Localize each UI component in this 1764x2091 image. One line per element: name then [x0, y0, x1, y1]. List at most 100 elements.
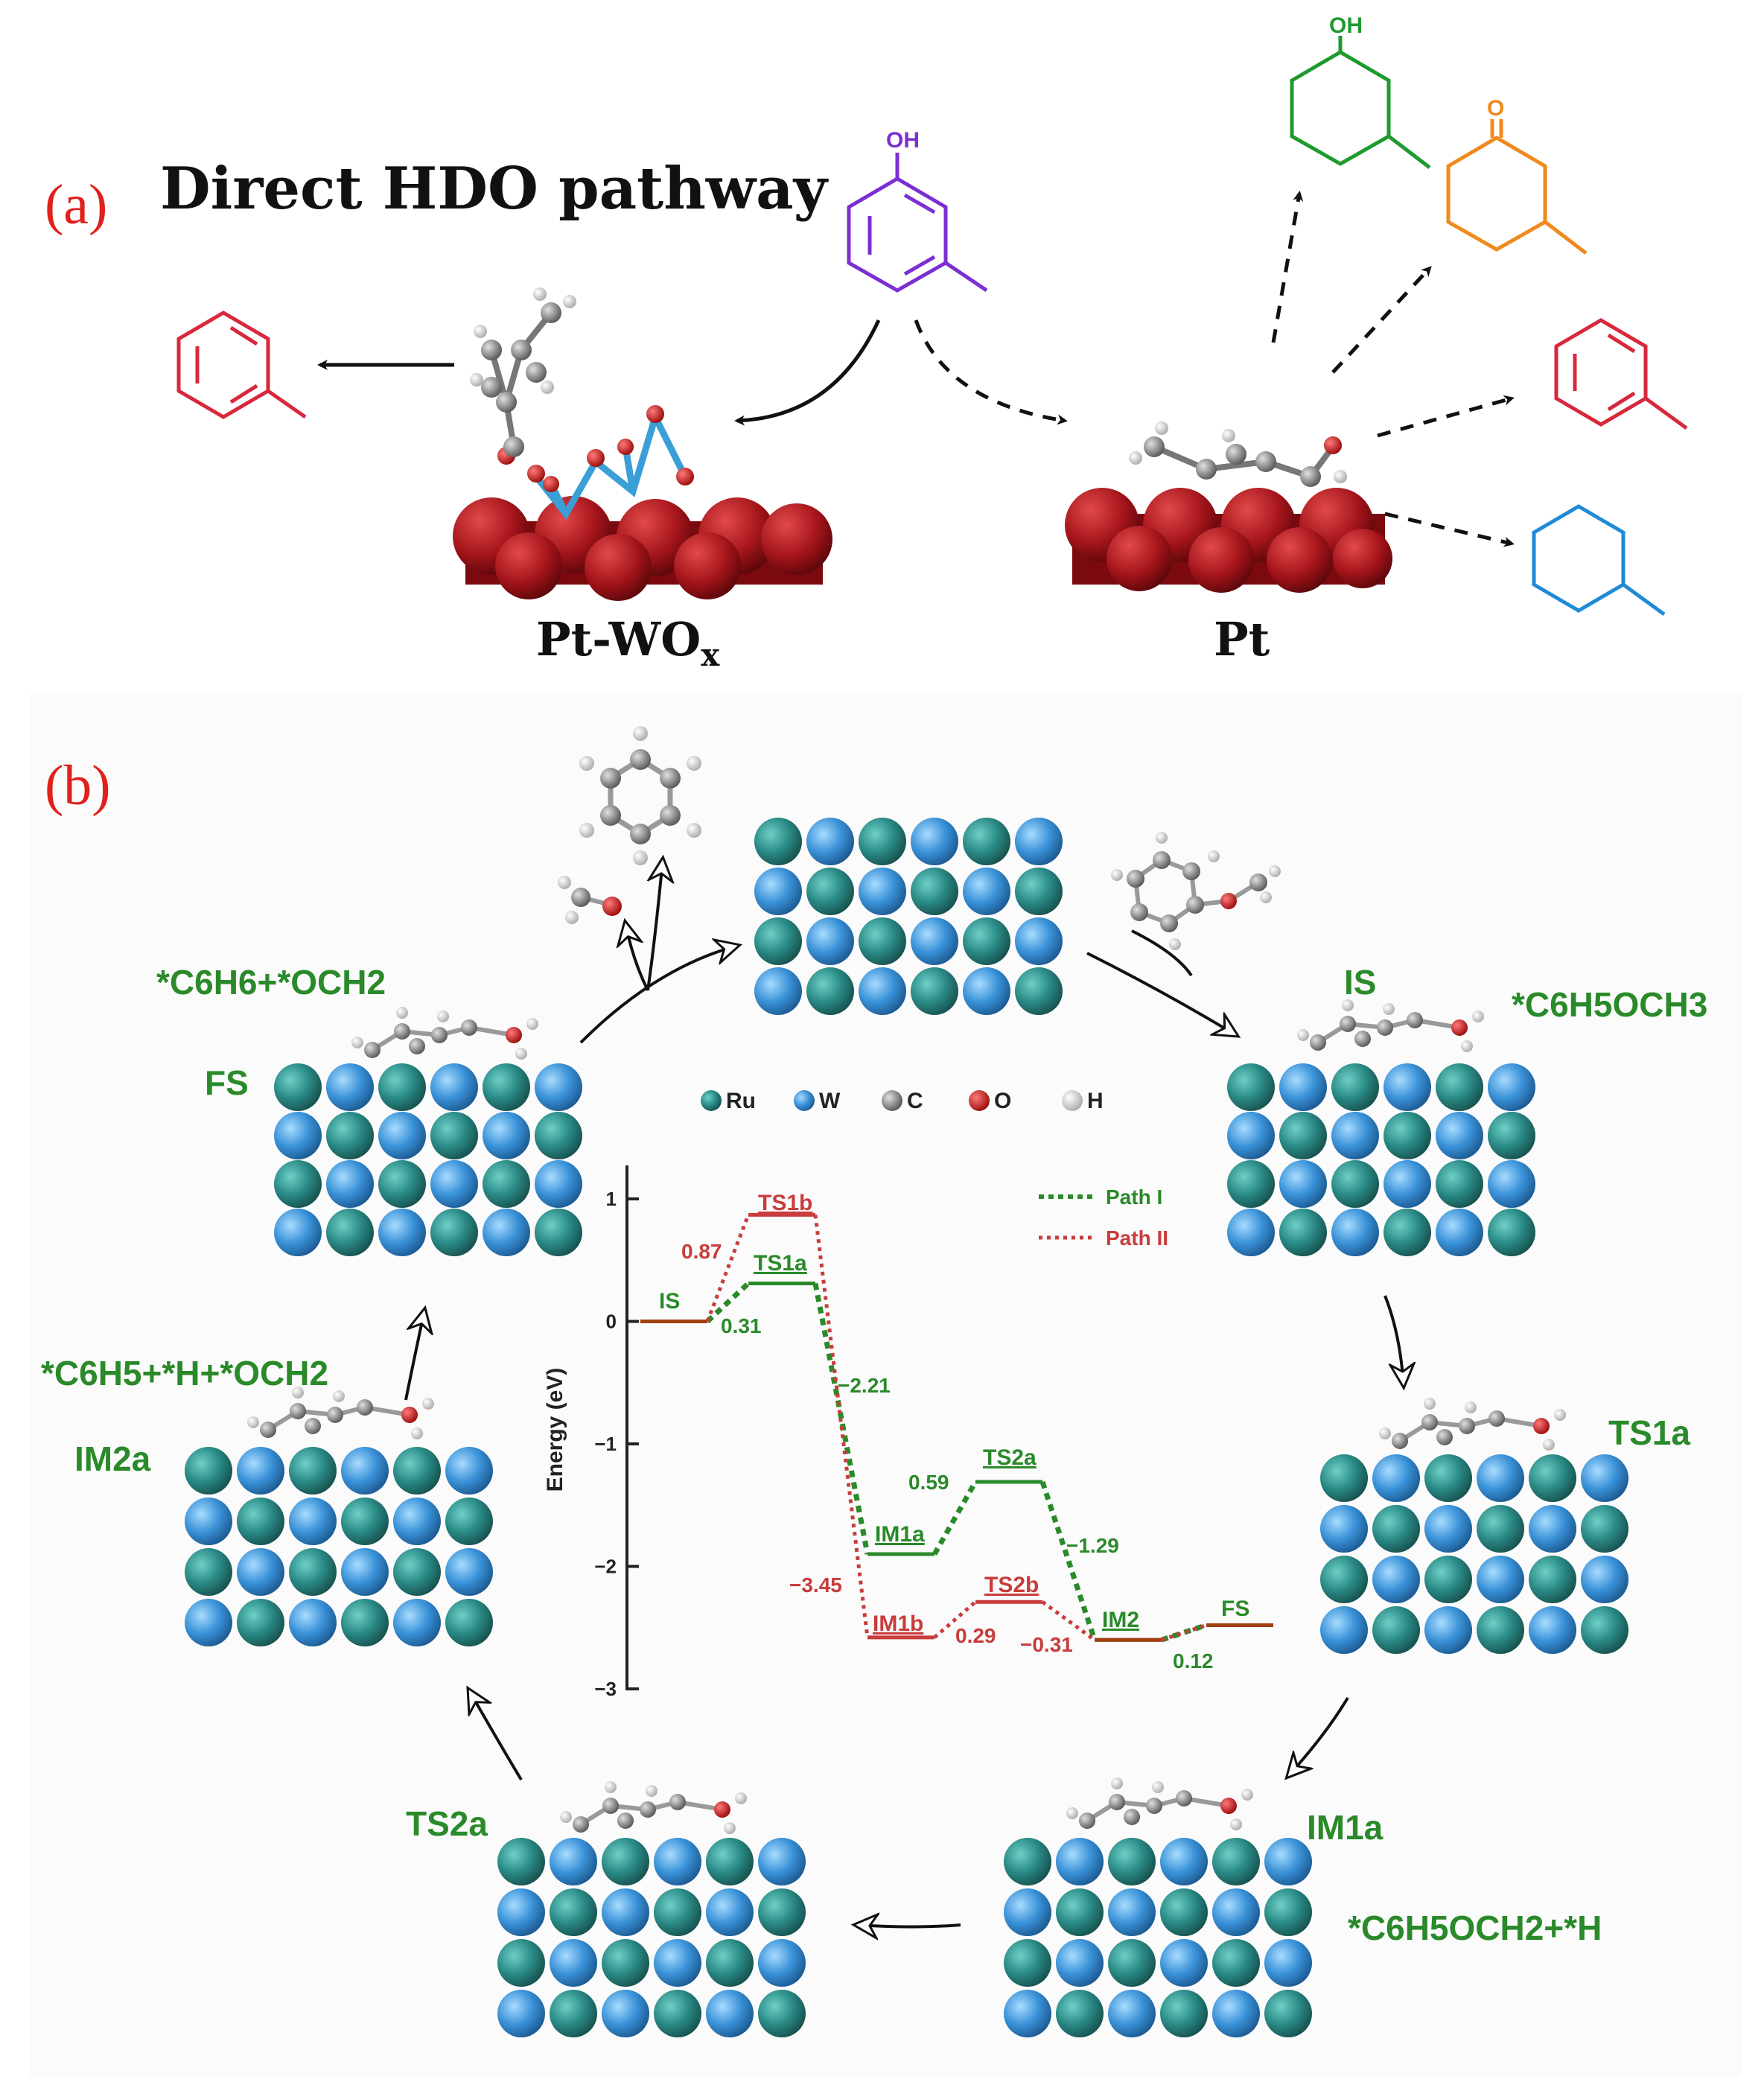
adsorbates [558, 726, 1281, 950]
panel-a-title: Direct HDO pathway [160, 155, 830, 223]
w-atom [237, 1548, 284, 1596]
ru-atom [706, 1838, 754, 1885]
value-0-29: 0.29 [955, 1624, 996, 1647]
arrow-top-to-is [1086, 952, 1236, 1035]
w-atom [326, 1063, 374, 1111]
ru-atom [706, 1939, 754, 1987]
w-atom [911, 917, 958, 965]
ru-atom [758, 1990, 806, 2037]
y-tick-label: −2 [594, 1556, 617, 1578]
w-atom [754, 967, 802, 1015]
w-atom [1488, 1160, 1535, 1208]
w-atom [326, 1160, 374, 1208]
y-ticks: 10−1−2−3 [594, 1188, 639, 1700]
ru-atom [806, 868, 854, 915]
label-ts1a: TS1a [754, 1251, 807, 1276]
ru-atom [445, 1498, 493, 1545]
ru-atom [602, 1838, 649, 1885]
energy-levels [640, 1212, 1273, 1643]
arrow-formaldehyde-out [625, 923, 649, 991]
label-ts2a: TS2a [983, 1445, 1037, 1470]
ru-atom [535, 1209, 582, 1256]
reactant-oh-label: OH [886, 128, 920, 153]
w-atom [483, 1112, 530, 1159]
formaldehyde-molecule [558, 876, 622, 924]
w-atom [1227, 1209, 1275, 1256]
w-atom [1320, 1606, 1368, 1654]
y-tick-label: 0 [606, 1311, 617, 1333]
w-atom [758, 1939, 806, 1987]
arrow-to-methylcyclohexane [1384, 512, 1515, 547]
label-im2: IM2 [1102, 1608, 1139, 1632]
w-atom [758, 1838, 806, 1885]
label-im1a: IM1a [875, 1522, 925, 1547]
y-tick-label: −3 [594, 1678, 617, 1700]
panel-a: (a) Direct HDO pathway OH [45, 13, 1688, 673]
ru-atom [497, 1939, 545, 1987]
connector [933, 1600, 977, 1639]
label-ts2b: TS2b [984, 1573, 1039, 1597]
w-atom [859, 868, 906, 915]
arrow-to-toluene-right [1377, 395, 1515, 438]
ru-atom [1331, 1160, 1379, 1208]
ru-atom [1436, 1063, 1483, 1111]
w-atom [806, 917, 854, 965]
ru-atom [483, 1160, 530, 1208]
ru-atom [1056, 1888, 1104, 1936]
atom-legend: Ru W C O H [701, 1089, 1104, 1113]
pt-wox-model [453, 287, 832, 601]
level-labels: IS TS1b TS1a IM1a TS2a TS2b IM1b IM2 FS [659, 1191, 1249, 1636]
w-atom [654, 1838, 701, 1885]
w-atom [1331, 1112, 1379, 1159]
ru-atom [1581, 1606, 1628, 1654]
product-methylcyclohexanol [1290, 36, 1431, 169]
w-atom [1212, 1990, 1260, 2037]
connector [705, 1214, 751, 1323]
product-oh-label: OH [1329, 13, 1363, 38]
y-tick-label: 1 [606, 1188, 617, 1210]
w-atom [1581, 1454, 1628, 1502]
w-atom [378, 1112, 426, 1159]
arrow-products-out [648, 860, 663, 991]
ru-atom [1004, 1939, 1051, 1987]
im1a-state-label: IM1a [1307, 1808, 1384, 1847]
w-atom [1160, 1939, 1208, 1987]
ru-atom [393, 1447, 441, 1495]
ru-atom [654, 1888, 701, 1936]
w-atom [1372, 1556, 1420, 1603]
ru-atom [1331, 1063, 1379, 1111]
value-0-31: 0.31 [721, 1314, 762, 1337]
w-atom [1372, 1454, 1420, 1502]
w-atom [445, 1447, 493, 1495]
slab-is [1227, 1063, 1535, 1256]
w-atom [1004, 1888, 1051, 1936]
connector [1041, 1600, 1096, 1642]
state-labels: *C6H6+*OCH2 FS IS *C6H5OCH3 TS1a *C6H5+*… [41, 963, 1707, 1947]
w-atom [963, 967, 1010, 1015]
w-atom [274, 1209, 322, 1256]
w-atom [430, 1160, 478, 1208]
w-atom [550, 1838, 597, 1885]
ru-atom [1160, 1990, 1208, 2037]
w-atom [1424, 1505, 1472, 1553]
w-atom [1264, 1939, 1312, 1987]
ru-atom [1488, 1209, 1535, 1256]
product-methylcyclohexane [1532, 504, 1666, 617]
anisole-molecule [1111, 832, 1281, 950]
slab-im1a [1004, 1838, 1312, 2037]
w-atom [237, 1447, 284, 1495]
w-atom [535, 1160, 582, 1208]
w-atom [1529, 1606, 1576, 1654]
w-atom [806, 818, 854, 865]
ru-atom [1227, 1063, 1275, 1111]
product-toluene [1554, 318, 1688, 430]
adsorbate-im2a [247, 1387, 434, 1439]
ru-atom [326, 1209, 374, 1256]
arrow-to-pt [914, 319, 1068, 425]
w-atom [1436, 1209, 1483, 1256]
barrier-values: 0.87 0.31 −2.21 0.59 −1.29 −3.45 0.29 −0… [681, 1240, 1214, 1673]
w-atom [1279, 1063, 1327, 1111]
w-atom [341, 1447, 389, 1495]
legend-path1: Path I [1106, 1185, 1162, 1209]
